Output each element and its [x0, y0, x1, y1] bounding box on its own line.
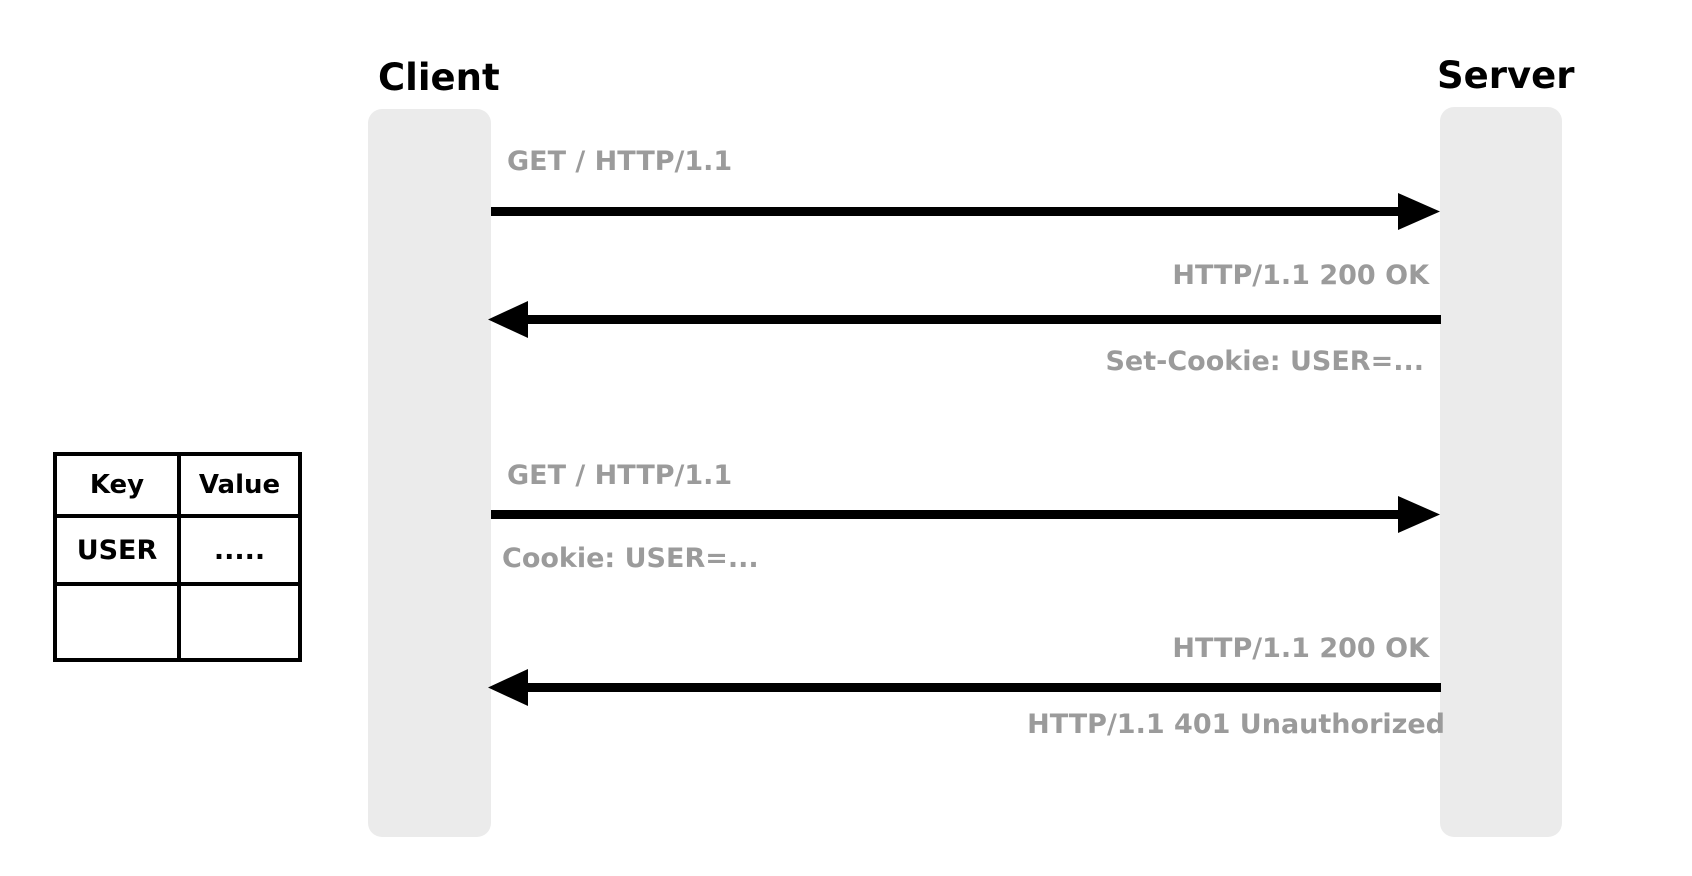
table-row: USER .....	[53, 514, 302, 586]
table-header-value: Value	[177, 452, 302, 518]
message-3-label: GET / HTTP/1.1	[507, 460, 733, 491]
table-cell-value: .....	[177, 514, 302, 586]
message-4-sublabel: HTTP/1.1 401 Unauthorized	[1027, 709, 1445, 740]
server-title: Server	[1437, 54, 1575, 97]
message-3-arrow	[491, 494, 1441, 534]
table-header-row: Key Value	[53, 452, 302, 518]
message-2-label: HTTP/1.1 200 OK	[1172, 260, 1429, 291]
message-2-sublabel: Set-Cookie: USER=...	[1105, 346, 1424, 377]
server-lifeline	[1440, 107, 1562, 837]
message-2-arrow	[488, 299, 1441, 339]
client-lifeline	[368, 109, 491, 837]
message-3-sublabel: Cookie: USER=...	[502, 543, 759, 574]
table-header-key: Key	[53, 452, 181, 518]
table-row	[53, 582, 302, 662]
message-1-arrow	[491, 191, 1441, 231]
message-1-label: GET / HTTP/1.1	[507, 146, 733, 177]
message-4-arrow	[488, 667, 1441, 707]
cookie-store-table: Key Value USER .....	[53, 452, 302, 662]
table-cell-key: USER	[53, 514, 181, 586]
client-title: Client	[378, 56, 500, 99]
message-4-label: HTTP/1.1 200 OK	[1172, 633, 1429, 664]
table-cell-key	[53, 582, 181, 662]
table-cell-value	[177, 582, 302, 662]
